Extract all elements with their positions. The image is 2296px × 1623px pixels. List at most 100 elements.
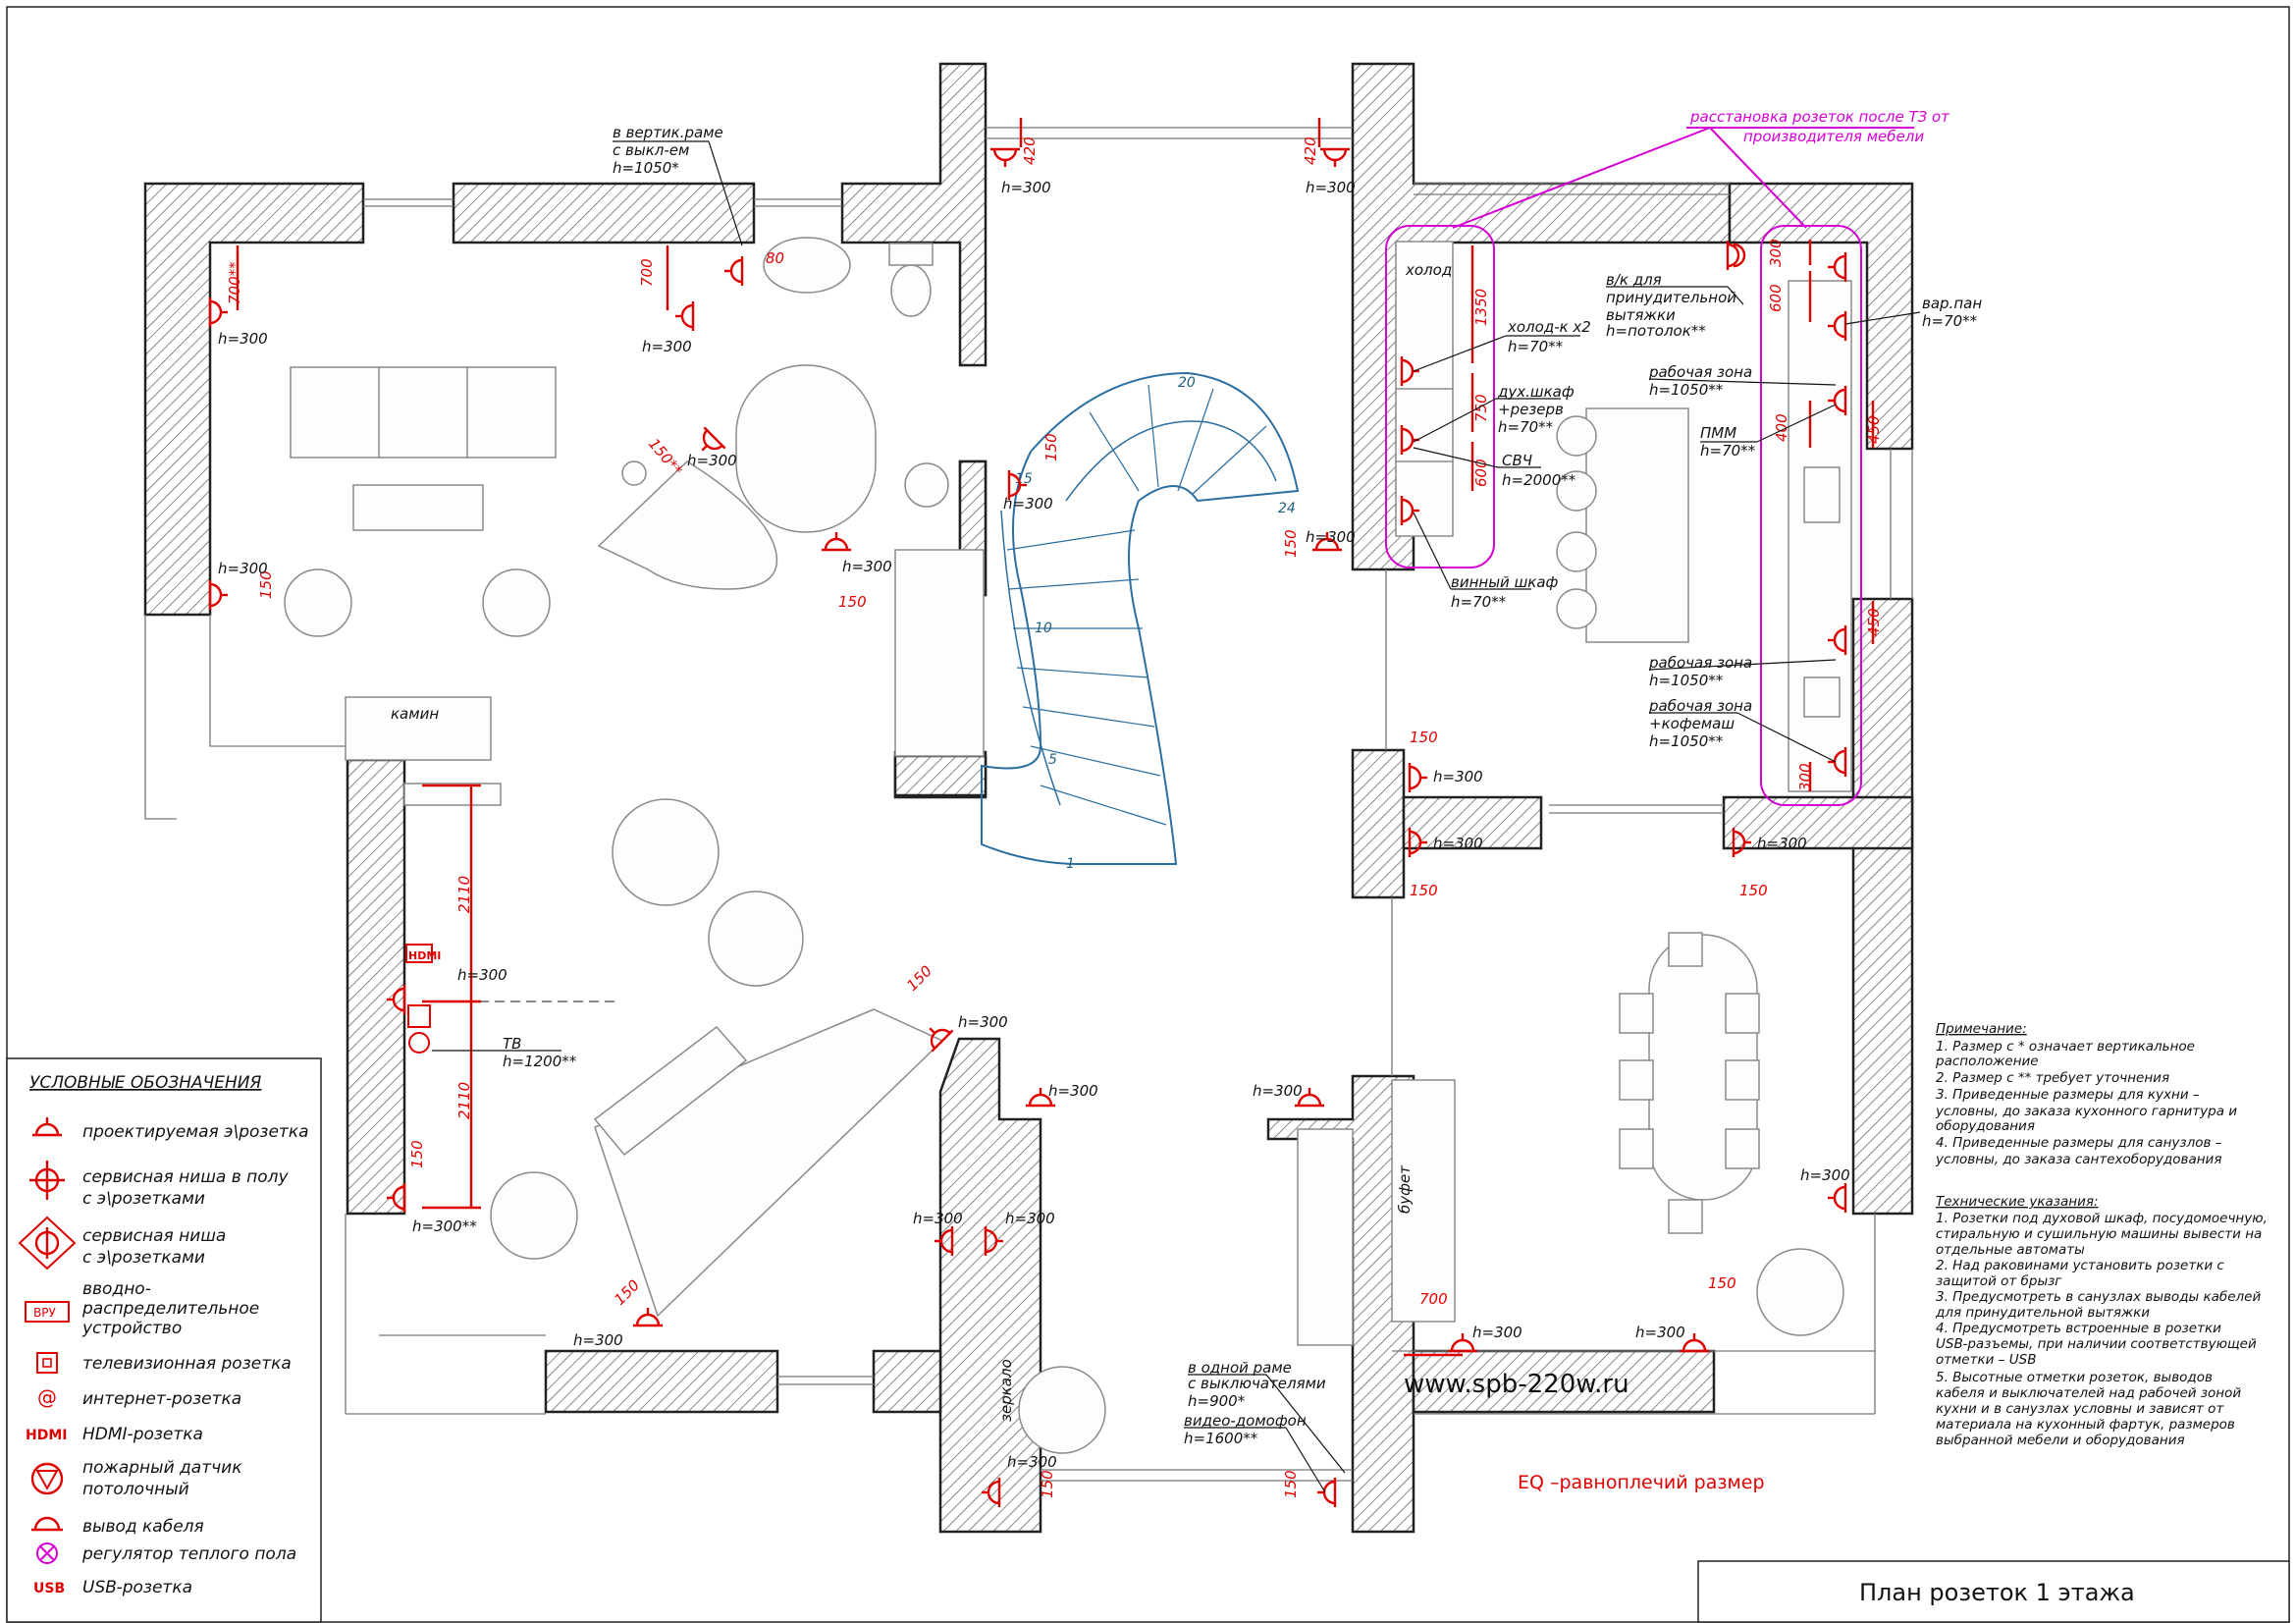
svg-text:150: 150 — [257, 570, 275, 599]
svg-text:3. Предусмотреть в санузлах вы: 3. Предусмотреть в санузлах выводы кабел… — [1936, 1289, 2261, 1305]
svg-text:h=300: h=300 — [1007, 1453, 1057, 1471]
svg-text:h=300: h=300 — [1757, 835, 1807, 852]
svg-text:с выкл-ем: с выкл-ем — [613, 141, 689, 159]
svg-text:HDMI-розетка: HDMI-розетка — [82, 1425, 203, 1444]
svg-text:Технические указания:: Технические указания: — [1936, 1194, 2099, 1210]
svg-text:h=1050**: h=1050** — [1649, 672, 1724, 689]
svg-text:h=300: h=300 — [687, 452, 737, 469]
svg-text:150: 150 — [611, 1276, 643, 1309]
svg-text:600: 600 — [1472, 459, 1490, 487]
svg-text:винный шкаф: винный шкаф — [1451, 573, 1559, 591]
svg-text:700**: 700** — [226, 261, 243, 304]
svg-text:холод-к х2: холод-к х2 — [1507, 318, 1591, 336]
svg-text:УСЛОВНЫЕ ОБОЗНАЧЕНИЯ: УСЛОВНЫЕ ОБОЗНАЧЕНИЯ — [29, 1073, 262, 1093]
svg-text:в одной раме: в одной раме — [1188, 1359, 1292, 1377]
svg-text:дух.шкаф: дух.шкаф — [1497, 383, 1575, 401]
drawing-frame — [6, 6, 2290, 1623]
svg-text:в/к для: в/к для — [1606, 271, 1662, 289]
svg-text:распределительное: распределительное — [81, 1299, 259, 1319]
svg-text:h=70**: h=70** — [1922, 312, 1978, 330]
svg-text:в вертик.раме: в вертик.раме — [613, 124, 723, 141]
svg-text:защитой от брызг: защитой от брызг — [1936, 1273, 2062, 1289]
svg-text:4. Предусмотреть встроенные в: 4. Предусмотреть встроенные в розетки — [1936, 1321, 2221, 1336]
height-labels: h=300 h=300 h=300 h=300 h=300 h=300 h=30… — [218, 179, 1850, 1471]
magenta-zones — [1385, 127, 1914, 806]
svg-text:USB-разъемы, при наличии соотв: USB-разъемы, при наличии соответствующей — [1936, 1336, 2257, 1352]
tv-sockets: HDMI — [405, 944, 618, 1054]
svg-text:h=300: h=300 — [1001, 179, 1051, 196]
svg-text:Примечание:: Примечание: — [1936, 1021, 2027, 1037]
svg-text:условны, до заказа сантехобору: условны, до заказа сантехоборудования — [1935, 1152, 2221, 1167]
svg-text:кабеля и выключателей над рабо: кабеля и выключателей над рабочей зоной — [1936, 1385, 2241, 1401]
svg-text:h=300: h=300 — [1005, 1210, 1055, 1227]
svg-text:СВЧ: СВЧ — [1502, 452, 1532, 469]
stair-number: 5 — [1048, 752, 1057, 768]
buffet-label: буфет — [1396, 1164, 1414, 1214]
svg-text:телевизионная розетка: телевизионная розетка — [82, 1354, 292, 1374]
stair-number: 10 — [1035, 621, 1052, 636]
svg-text:с выключателями: с выключателями — [1188, 1375, 1326, 1392]
spiral-staircase: 20 24 15 10 5 1 — [981, 371, 1300, 872]
svg-text:h=900*: h=900* — [1188, 1392, 1246, 1410]
svg-text:+кофемаш: +кофемаш — [1649, 715, 1735, 732]
notes: Примечание: 1. Размер с * означает верти… — [1935, 1021, 2268, 1448]
svg-text:расположение: расположение — [1935, 1054, 2039, 1069]
furniture — [284, 237, 1852, 1454]
svg-text:кухни и в санузлах условны и з: кухни и в санузлах условны и зависят от — [1936, 1401, 2224, 1417]
title-block: План розеток 1 этажа — [1697, 1560, 2290, 1623]
svg-text:h=70**: h=70** — [1451, 593, 1507, 611]
fridge-label: холод — [1405, 261, 1452, 279]
svg-text:h=потолок**: h=потолок** — [1606, 322, 1706, 340]
stair-number: 20 — [1178, 375, 1196, 391]
svg-text:150: 150 — [1039, 1470, 1056, 1498]
svg-text:h=300: h=300 — [1433, 835, 1483, 852]
svg-text:рабочая зона: рабочая зона — [1648, 654, 1752, 672]
svg-text:h=70**: h=70** — [1498, 418, 1554, 436]
svg-text:420: 420 — [1021, 136, 1039, 165]
svg-text:80: 80 — [766, 249, 784, 267]
svg-text:450: 450 — [1865, 415, 1883, 444]
svg-text:h=300: h=300 — [1048, 1082, 1098, 1100]
svg-text:выбранной мебели и оборудовани: выбранной мебели и оборудования — [1936, 1433, 2185, 1448]
svg-text:2110: 2110 — [455, 1082, 473, 1119]
svg-text:h=1050**: h=1050** — [1649, 381, 1724, 399]
svg-text:h=70**: h=70** — [1700, 442, 1756, 460]
svg-text:пожарный датчик: пожарный датчик — [82, 1458, 242, 1478]
svg-text:700: 700 — [1419, 1290, 1448, 1308]
svg-text:2110: 2110 — [455, 876, 473, 913]
svg-text:h=300: h=300 — [958, 1013, 1008, 1031]
svg-text:рабочая зона: рабочая зона — [1648, 363, 1752, 381]
stair-number: 24 — [1278, 501, 1296, 516]
svg-text:4. Приведенные размеры для сан: 4. Приведенные размеры для санузлов – — [1936, 1135, 2222, 1151]
svg-text:USB: USB — [33, 1581, 65, 1596]
svg-text:для принудительной вытяжки: для принудительной вытяжки — [1935, 1305, 2150, 1321]
svg-text:h=300: h=300 — [913, 1210, 963, 1227]
svg-text:750: 750 — [1472, 394, 1490, 422]
svg-text:150: 150 — [1410, 729, 1438, 746]
svg-text:h=300: h=300 — [642, 338, 692, 355]
legend: УСЛОВНЫЕ ОБОЗНАЧЕНИЯ проектируемая э\роз… — [6, 1057, 322, 1623]
svg-text:HDMI: HDMI — [26, 1428, 67, 1443]
magenta-note-line1: расстановка розеток после ТЗ от — [1689, 108, 1950, 126]
svg-text:оборудования: оборудования — [1936, 1118, 2035, 1134]
annotations: в вертик.раме с выкл-ем h=1050* холод-к … — [432, 124, 1982, 1493]
svg-text:150: 150 — [1282, 529, 1300, 558]
drawing-title: План розеток 1 этажа — [1859, 1579, 2135, 1606]
svg-text:h=2000**: h=2000** — [1502, 471, 1576, 489]
svg-text:h=300: h=300 — [218, 560, 268, 577]
svg-text:h=300: h=300 — [1433, 768, 1483, 785]
svg-text:600: 600 — [1767, 284, 1785, 312]
svg-text:USB-розетка: USB-розетка — [82, 1578, 192, 1597]
svg-text:ТВ: ТВ — [503, 1035, 521, 1053]
walls — [143, 62, 1914, 1534]
svg-text:1350: 1350 — [1472, 289, 1490, 326]
svg-text:@: @ — [37, 1385, 57, 1409]
room-outlines — [144, 127, 1913, 1482]
svg-text:сервисная ниша: сервисная ниша — [82, 1226, 226, 1246]
svg-text:вытяжки: вытяжки — [1606, 306, 1676, 324]
svg-text:сервисная ниша в полу: сервисная ниша в полу — [82, 1167, 290, 1187]
svg-text:1. Размер с * означает вертика: 1. Размер с * означает вертикальное — [1936, 1039, 2195, 1055]
svg-text:условны, до заказа кухонного г: условны, до заказа кухонного гарнитура и — [1935, 1104, 2237, 1119]
svg-text:420: 420 — [1302, 136, 1319, 165]
svg-text:150: 150 — [903, 962, 935, 995]
